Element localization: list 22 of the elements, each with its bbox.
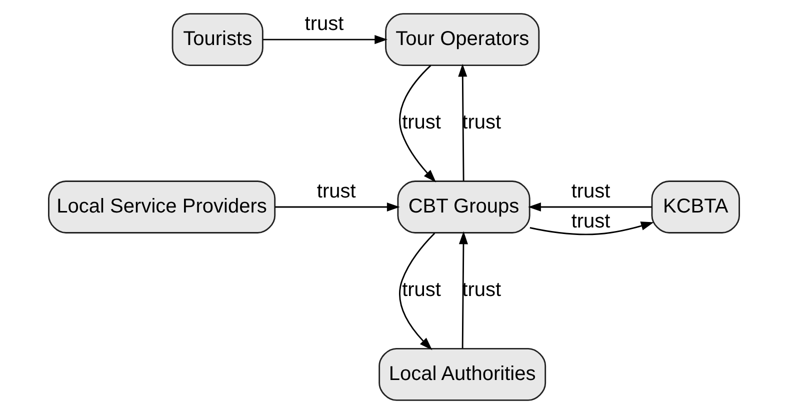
arrow bbox=[275, 202, 400, 212]
edge-label: trust bbox=[402, 279, 442, 302]
arrow bbox=[530, 222, 654, 236]
node-box: Local Authorities bbox=[378, 348, 546, 401]
edge-label: trust bbox=[316, 180, 356, 202]
edge-label: trust bbox=[462, 112, 502, 134]
node-box: Local Service Providers bbox=[48, 180, 276, 234]
arrow bbox=[458, 64, 468, 181]
node-box: Tourists bbox=[172, 13, 264, 66]
node-box: KCBTA bbox=[651, 180, 740, 234]
edge-label: trust bbox=[462, 279, 502, 302]
arrow bbox=[528, 202, 652, 212]
node-box: Tour Operators bbox=[385, 13, 540, 66]
edge-label: trust bbox=[402, 112, 442, 134]
arrow bbox=[263, 35, 388, 44]
arrow bbox=[399, 64, 436, 182]
edge-label: trust bbox=[571, 210, 610, 232]
arrow bbox=[458, 231, 468, 348]
edge-label: trust bbox=[571, 180, 610, 202]
node-box: CBT Groups bbox=[397, 180, 530, 234]
arrow bbox=[399, 232, 436, 350]
edge-label: trust bbox=[304, 12, 344, 35]
